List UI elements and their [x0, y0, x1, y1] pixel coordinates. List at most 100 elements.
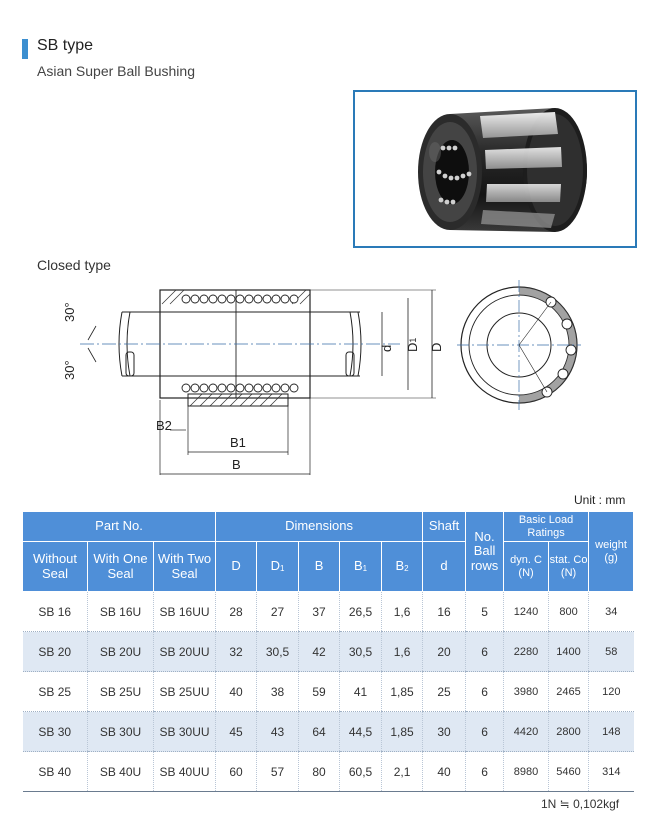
header-shaft: Shaft	[422, 511, 467, 542]
table-cell-shaft: 25	[422, 671, 466, 712]
header-D1: D1	[256, 541, 300, 592]
table-cell-without: SB 20	[22, 631, 88, 672]
table-cell-weight: 58	[588, 631, 634, 672]
dim-label-d: d	[379, 345, 394, 352]
table-cell-D: 40	[215, 671, 257, 712]
header-basic-load-ratings: Basic Load Ratings	[503, 511, 590, 542]
table-cell-rows: 6	[465, 711, 504, 752]
side-section-drawing: 30° 30° d D1 D B2 B1 B	[62, 289, 444, 475]
dim-label-b1: B1	[230, 435, 246, 450]
table-cell-B: 80	[298, 751, 340, 792]
dim-label-b2: B2	[156, 418, 172, 433]
table-cell-D1: 30,5	[256, 631, 299, 672]
table-cell-B2: 1,6	[381, 591, 423, 632]
table-cell-without: SB 25	[22, 671, 88, 712]
table-cell-D: 45	[215, 711, 257, 752]
page-subtitle: Asian Super Ball Bushing	[37, 63, 195, 79]
spec-table: Part No. Dimensions Shaft No. Ball rows …	[21, 511, 635, 792]
header-stat-co: stat. Co (N)	[548, 541, 590, 592]
end-radial-line	[518, 301, 552, 346]
table-cell-D: 28	[215, 591, 257, 632]
header-with-two-seal: With Two Seal	[152, 541, 217, 592]
horizontal-dimensions	[159, 398, 311, 475]
table-cell-shaft: 16	[422, 591, 466, 632]
table-cell-one: SB 30U	[87, 711, 154, 752]
header-dimensions: Dimensions	[215, 511, 424, 542]
title-accent-bar	[22, 39, 28, 59]
table-cell-D1: 57	[256, 751, 299, 792]
table-cell-without: SB 30	[22, 711, 88, 752]
ball-bushing-photo	[418, 108, 587, 232]
unit-conversion-note: 1N ≒ 0,102kgf	[541, 797, 620, 811]
table-cell-B: 64	[298, 711, 340, 752]
table-cell-D: 32	[215, 631, 257, 672]
table-cell-D1: 38	[256, 671, 299, 712]
table-cell-weight: 34	[588, 591, 634, 632]
header-B1: B1	[339, 541, 383, 592]
table-cell-D: 60	[215, 751, 257, 792]
table-cell-two: SB 25UU	[152, 671, 216, 712]
table-cell-stat: 5460	[548, 751, 589, 792]
table-cell-D1: 43	[256, 711, 299, 752]
table-cell-stat: 2800	[548, 711, 589, 752]
angle-mark-top	[87, 325, 97, 341]
header-dyn-c: dyn. C (N)	[503, 541, 550, 592]
table-cell-B1: 41	[339, 671, 382, 712]
table-cell-weight: 148	[588, 711, 634, 752]
table-cell-rows: 6	[465, 671, 504, 712]
table-cell-without: SB 16	[22, 591, 88, 632]
header-part-no: Part No.	[21, 511, 217, 542]
unit-label: Unit : mm	[574, 493, 626, 507]
table-cell-B2: 2,1	[381, 751, 423, 792]
header-D: D	[215, 541, 258, 592]
table-cell-rows: 6	[465, 751, 504, 792]
header-no-ball-rows: No. Ball rows	[465, 511, 505, 592]
table-cell-stat: 1400	[548, 631, 589, 672]
header-weight: weight (g)	[588, 511, 635, 592]
table-cell-dyn: 1240	[503, 591, 549, 632]
table-cell-stat: 800	[548, 591, 589, 632]
end-ball-circuits	[541, 296, 577, 398]
table-cell-dyn: 8980	[503, 751, 549, 792]
ball-row-bottom	[181, 383, 299, 393]
table-cell-two: SB 40UU	[152, 751, 216, 792]
table-cell-B1: 30,5	[339, 631, 382, 672]
section-label-closed-type: Closed type	[37, 257, 111, 273]
page-title: SB type	[37, 37, 94, 54]
ball-row-top	[181, 294, 299, 304]
dim-label-b: B	[232, 457, 241, 472]
table-cell-B1: 26,5	[339, 591, 382, 632]
table-cell-shaft: 20	[422, 631, 466, 672]
table-cell-without: SB 40	[22, 751, 88, 792]
table-cell-weight: 120	[588, 671, 634, 712]
table-cell-dyn: 2280	[503, 631, 549, 672]
hatch-bottom	[189, 393, 283, 407]
table-cell-shaft: 40	[422, 751, 466, 792]
dim-label-d1: D1	[405, 338, 420, 352]
angle-label-top: 30°	[62, 302, 77, 322]
header-with-one-seal: With One Seal	[87, 541, 154, 592]
table-cell-B2: 1,6	[381, 631, 423, 672]
header-without-seal: Without Seal	[22, 541, 88, 592]
table-cell-stat: 2465	[548, 671, 589, 712]
table-cell-one: SB 16U	[87, 591, 154, 632]
angle-label-bottom: 30°	[62, 360, 77, 380]
table-cell-one: SB 25U	[87, 671, 154, 712]
table-cell-shaft: 30	[422, 711, 466, 752]
header-shaft-d: d	[422, 541, 467, 592]
table-cell-B2: 1,85	[381, 711, 423, 752]
end-view-drawing	[457, 280, 581, 410]
dim-label-D: D	[429, 343, 444, 352]
table-cell-B: 42	[298, 631, 340, 672]
table-cell-B1: 44,5	[339, 711, 382, 752]
header-B: B	[298, 541, 341, 592]
table-cell-B: 59	[298, 671, 340, 712]
table-cell-rows: 6	[465, 631, 504, 672]
angle-mark-bottom	[87, 347, 97, 363]
table-cell-two: SB 30UU	[152, 711, 216, 752]
